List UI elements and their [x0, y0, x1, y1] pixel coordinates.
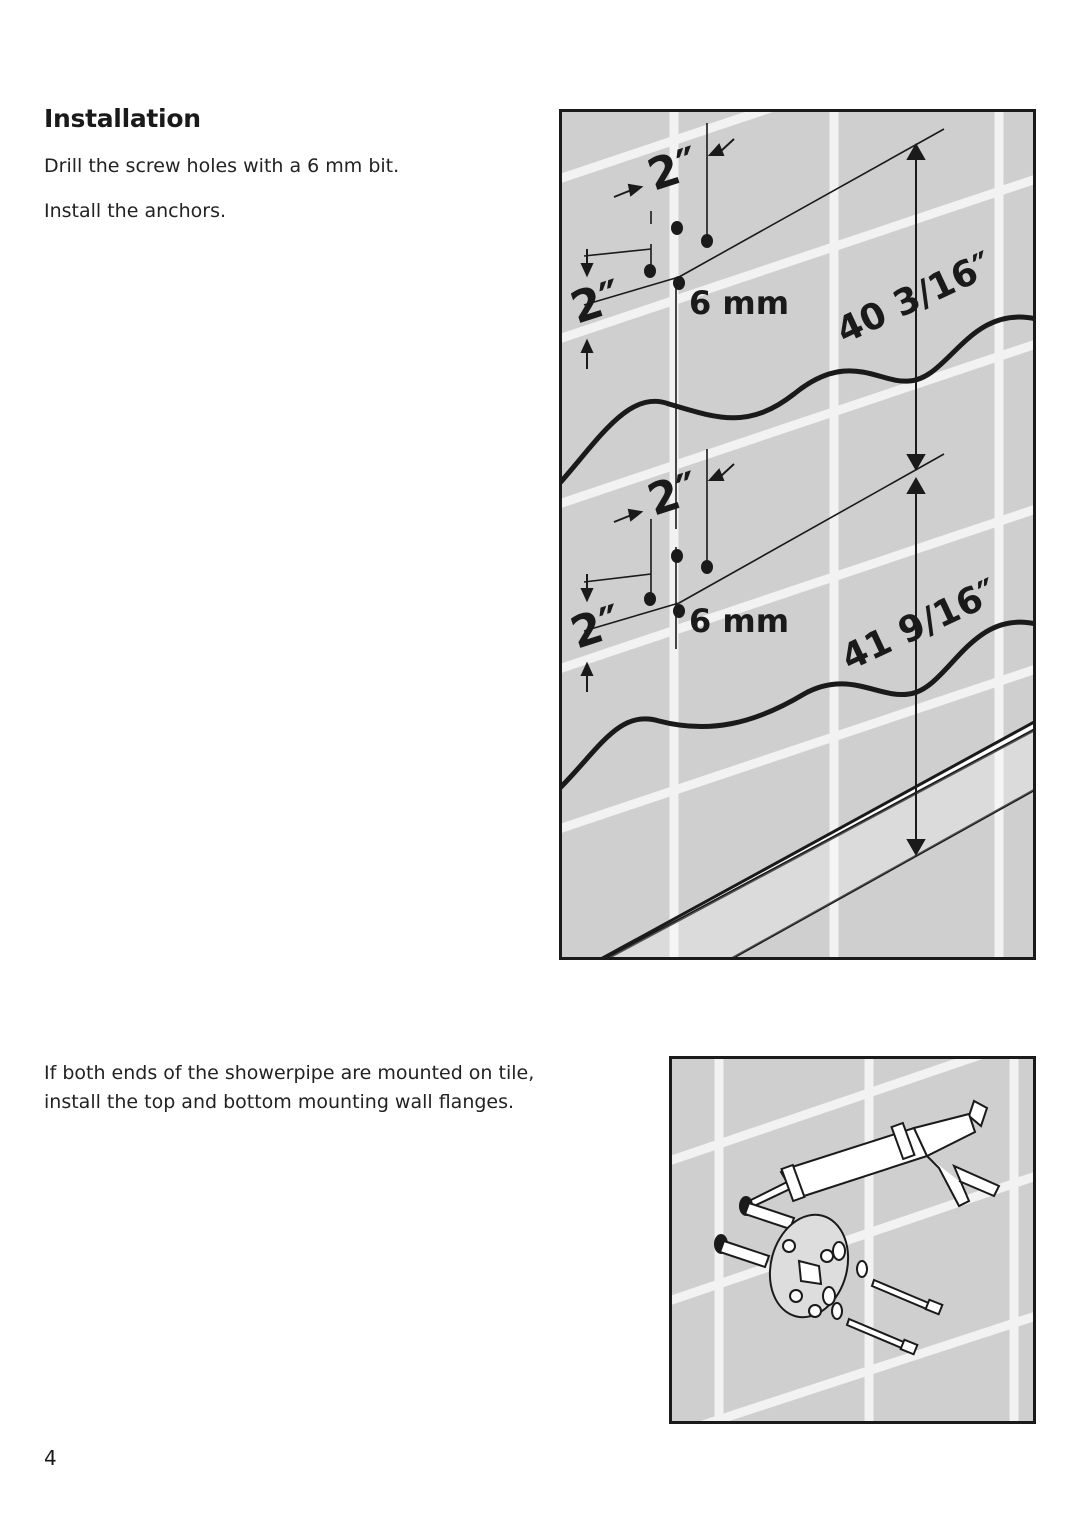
section-title: Installation [44, 104, 201, 133]
screws-icon [845, 1278, 944, 1356]
upper-drill-holes [644, 221, 713, 290]
lower-drill-holes [644, 549, 713, 618]
washers-icon [822, 1241, 868, 1320]
drilling-diagram: 2″ 2″ 6 mm 40 3/16″ 2″ 2″ 6 mm 41 9/16″ [559, 109, 1036, 960]
lower-drill-size: 6 mm [689, 602, 789, 640]
upper-hole-group [583, 123, 945, 529]
upper-arrows [580, 138, 926, 472]
break-line-upper [559, 314, 1036, 486]
instruction-anchors: Install the anchors. [44, 200, 227, 222]
tub-edge [598, 719, 1036, 960]
caulk-gun-icon [747, 1099, 1001, 1208]
instruction-flanges: If both ends of the showerpipe are mount… [44, 1062, 535, 1113]
break-line-lower [559, 619, 1036, 791]
page-number: 4 [44, 1446, 57, 1470]
lower-hole-group [583, 449, 945, 649]
anchors-icon [714, 1196, 796, 1269]
instruction-drill: Drill the screw holes with a 6 mm bit. [44, 155, 400, 177]
flange-installation-diagram [669, 1056, 1036, 1424]
lower-arrows [580, 463, 926, 857]
upper-drill-size: 6 mm [689, 284, 789, 322]
